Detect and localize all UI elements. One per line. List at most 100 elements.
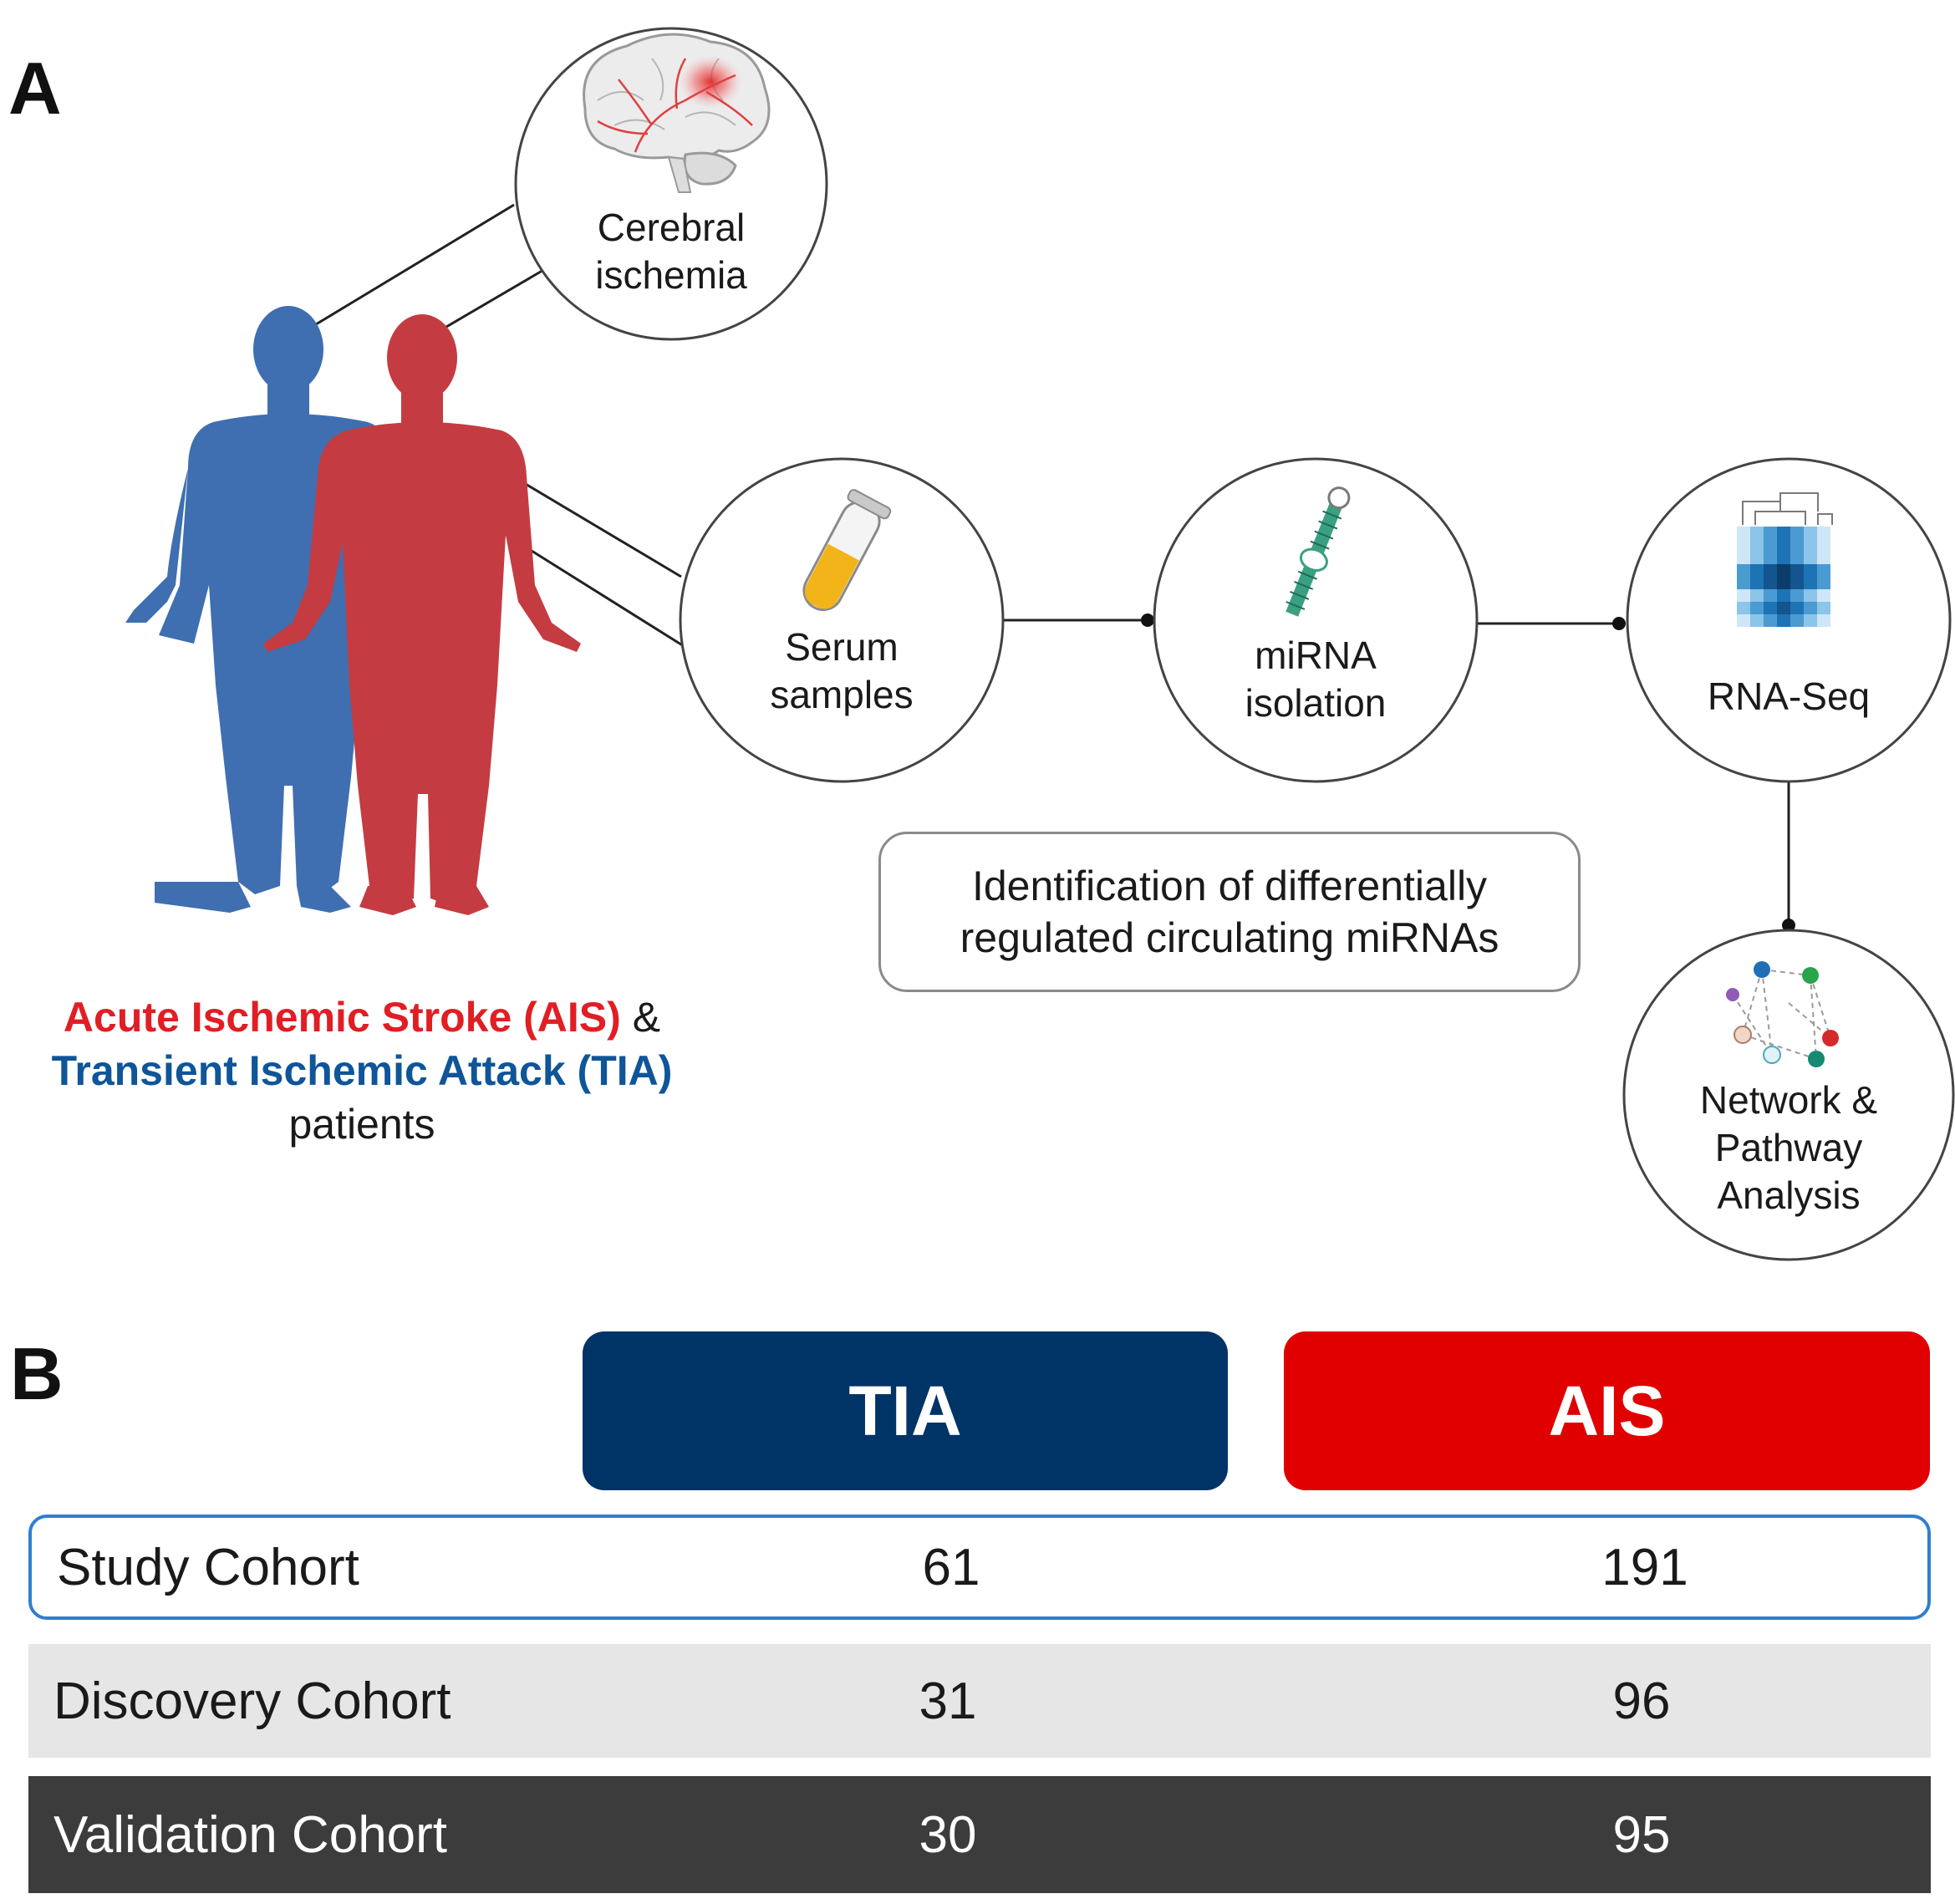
heatmap-cell bbox=[1790, 552, 1804, 564]
identification-box: Identification of differentially regulat… bbox=[878, 832, 1581, 992]
identification-line2: regulated circulating miRNAs bbox=[960, 914, 1499, 961]
heatmap-cell bbox=[1817, 577, 1830, 589]
heatmap-cell bbox=[1764, 589, 1777, 602]
heatmap-cell bbox=[1750, 564, 1764, 577]
legend-line-ais: Acute Ischemic Stroke (AIS) & bbox=[0, 990, 724, 1044]
row-discovery-ais: 96 bbox=[1612, 1672, 1671, 1730]
row-study-name: Study Cohort bbox=[57, 1538, 359, 1596]
row-validation-name: Validation Cohort bbox=[53, 1805, 448, 1864]
header-tia: TIA bbox=[583, 1331, 1228, 1490]
network-label: Network & Pathway Analysis bbox=[1663, 1077, 1914, 1219]
network-label-line2: Pathway bbox=[1714, 1126, 1863, 1169]
heatmap-cell bbox=[1737, 552, 1750, 564]
dot-network bbox=[1782, 919, 1795, 932]
heatmap-cell bbox=[1790, 564, 1804, 577]
heatmap-cell bbox=[1750, 539, 1764, 552]
header-ais: AIS bbox=[1284, 1331, 1930, 1490]
heatmap-cell bbox=[1790, 589, 1804, 602]
row-study-tia: 61 bbox=[922, 1538, 980, 1596]
row-validation-tia: 30 bbox=[919, 1805, 977, 1864]
brain-icon bbox=[583, 33, 771, 193]
heatmap-cell bbox=[1750, 589, 1764, 602]
row-study-ais: 191 bbox=[1601, 1538, 1688, 1596]
heatmap-cell bbox=[1737, 589, 1750, 602]
circle-serum bbox=[679, 457, 1005, 783]
row-validation-cohort: Validation Cohort 30 95 bbox=[28, 1776, 1931, 1893]
network-label-line3: Analysis bbox=[1717, 1173, 1861, 1217]
heatmap-cell bbox=[1764, 602, 1777, 614]
ischemia-label-line1: Cerebral bbox=[597, 206, 746, 249]
heatmap-cell bbox=[1817, 564, 1830, 577]
serum-label-line2: samples bbox=[770, 673, 914, 716]
heatmap-cell bbox=[1790, 602, 1804, 614]
tia-legend-text: Transient Ischemic Attack (TIA) bbox=[51, 1047, 673, 1094]
mirna-hairpin-icon bbox=[1286, 486, 1351, 617]
heatmap-cell bbox=[1777, 552, 1790, 564]
rnaseq-label: RNA-Seq bbox=[1663, 673, 1914, 720]
heatmap-cell bbox=[1777, 602, 1790, 614]
heatmap-cell bbox=[1777, 539, 1790, 552]
circle-mirna bbox=[1153, 457, 1479, 783]
heatmap-icon bbox=[1737, 492, 1833, 627]
row-validation-ais: 95 bbox=[1612, 1805, 1671, 1864]
dot-mirna bbox=[1141, 613, 1154, 627]
heatmap-cell bbox=[1750, 527, 1764, 539]
heatmap-cell bbox=[1777, 589, 1790, 602]
heatmap-cell bbox=[1750, 602, 1764, 614]
heatmap-cell bbox=[1777, 614, 1790, 627]
panel-label-b: B bbox=[10, 1332, 64, 1415]
heatmap-cell bbox=[1737, 527, 1750, 539]
heatmap-cell bbox=[1817, 539, 1830, 552]
heatmap-cell bbox=[1804, 614, 1817, 627]
heatmap-cell bbox=[1764, 552, 1777, 564]
heatmap-cell bbox=[1804, 602, 1817, 614]
heatmap-cell bbox=[1804, 564, 1817, 577]
heatmap-cell bbox=[1750, 614, 1764, 627]
row-discovery-tia: 31 bbox=[919, 1672, 977, 1730]
heatmap-cell bbox=[1790, 577, 1804, 589]
mirna-label-line2: isolation bbox=[1245, 681, 1387, 725]
network-label-line1: Network & bbox=[1699, 1078, 1878, 1122]
heatmap-cell bbox=[1764, 539, 1777, 552]
heatmap-cell bbox=[1804, 577, 1817, 589]
heatmap-cell bbox=[1764, 614, 1777, 627]
ischemia-label: Cerebral ischemia bbox=[546, 204, 797, 299]
dot-rnaseq bbox=[1612, 617, 1626, 630]
heatmap-cell bbox=[1737, 602, 1750, 614]
ais-legend-text: Acute Ischemic Stroke (AIS) bbox=[63, 994, 621, 1041]
heatmap-cell bbox=[1750, 577, 1764, 589]
row-study-cohort: Study Cohort 61 191 bbox=[28, 1515, 1931, 1620]
ischemia-label-line2: ischemia bbox=[595, 253, 747, 297]
heatmap-cell bbox=[1790, 539, 1804, 552]
heatmap-cell bbox=[1737, 539, 1750, 552]
patients-legend: Acute Ischemic Stroke (AIS) & Transient … bbox=[0, 990, 724, 1151]
heatmap-cell bbox=[1764, 577, 1777, 589]
heatmap-cell bbox=[1777, 577, 1790, 589]
serum-label-line1: Serum bbox=[785, 625, 899, 669]
network-graph-icon bbox=[1726, 961, 1839, 1067]
row-discovery-name: Discovery Cohort bbox=[53, 1672, 451, 1730]
heatmap-cell bbox=[1817, 527, 1830, 539]
heatmap-cell bbox=[1817, 602, 1830, 614]
row-discovery-cohort: Discovery Cohort 31 96 bbox=[28, 1644, 1931, 1758]
heatmap-cell bbox=[1764, 527, 1777, 539]
serum-label: Serum samples bbox=[716, 624, 967, 719]
heatmap-cell bbox=[1737, 564, 1750, 577]
heatmap-cell bbox=[1777, 564, 1790, 577]
ais-patient-figure bbox=[263, 314, 581, 915]
panel-label-a: A bbox=[8, 47, 62, 130]
heatmap-cell bbox=[1817, 589, 1830, 602]
patients-text: patients bbox=[288, 1101, 435, 1148]
heatmap-cell bbox=[1804, 589, 1817, 602]
identification-line1: Identification of differentially bbox=[971, 863, 1488, 909]
heatmap-cell bbox=[1737, 577, 1750, 589]
heatmap-cell bbox=[1804, 527, 1817, 539]
rnaseq-label-line1: RNA-Seq bbox=[1707, 675, 1871, 718]
heatmap-cell bbox=[1804, 539, 1817, 552]
mirna-label-line1: miRNA bbox=[1255, 634, 1377, 677]
circle-network bbox=[1622, 929, 1955, 1261]
serum-tube-icon bbox=[802, 489, 892, 611]
heatmap-cell bbox=[1817, 614, 1830, 627]
mirna-label: miRNA isolation bbox=[1190, 632, 1441, 727]
